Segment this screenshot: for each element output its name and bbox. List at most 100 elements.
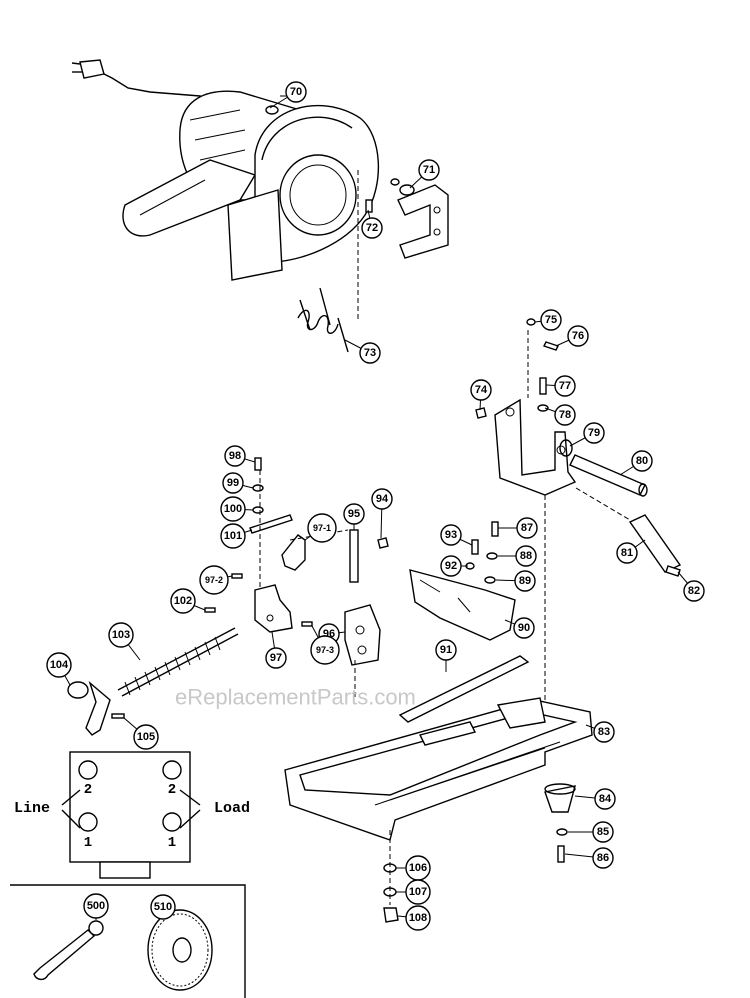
callout-100: 100 [220, 496, 254, 522]
callout-circle [199, 565, 229, 595]
watermark: eReplacementParts.com [175, 685, 416, 710]
callout-circle [683, 580, 705, 602]
callout-circle [567, 325, 589, 347]
callout-circle [285, 81, 307, 103]
callout-label: 83 [598, 726, 610, 738]
callout-label: 76 [572, 330, 584, 342]
callout-83: 83 [585, 721, 615, 743]
callout-93: 93 [440, 524, 473, 546]
callout-97-1: 97-1 [304, 513, 337, 543]
callout-circle [405, 905, 431, 931]
callout-circle [224, 445, 246, 467]
callout-circle [371, 488, 393, 510]
callout-label: 85 [597, 826, 609, 838]
callout-label: 81 [621, 547, 633, 559]
callout-label: 70 [290, 86, 302, 98]
callout-circle [418, 159, 440, 181]
line-label: Line [14, 800, 50, 817]
callout-label: 95 [348, 508, 360, 520]
callout-label: 97 [270, 652, 282, 664]
callout-85: 85 [568, 821, 614, 843]
callout-77: 77 [545, 375, 576, 397]
callout-label: 71 [423, 164, 435, 176]
callout-104: 104 [46, 652, 72, 686]
callout-label: 86 [597, 852, 609, 864]
callout-circle [516, 517, 538, 539]
callout-label: 105 [137, 731, 155, 743]
load-terminal-2: 2 [168, 782, 176, 798]
saw-head-assembly [71, 59, 449, 353]
callout-label: 97-3 [316, 645, 334, 655]
callout-75: 75 [534, 309, 562, 331]
callout-108: 108 [397, 905, 431, 931]
callout-97-3: 97-3 [310, 625, 340, 665]
callout-circle [592, 847, 614, 869]
line-terminal-1: 1 [84, 835, 92, 851]
callout-80: 80 [619, 450, 653, 476]
callout-label: 88 [520, 550, 532, 562]
callout-circle [616, 542, 638, 564]
callout-label: 91 [440, 644, 452, 656]
pivot-bracket-assembly [475, 318, 682, 700]
callout-circle [592, 821, 614, 843]
callout-circle [514, 570, 536, 592]
callout-label: 500 [87, 900, 105, 912]
part-callouts: 70 71 72 73 74 75 76 77 78 79 80 81 82 83 84 85 86 87 88 89… [46, 81, 705, 931]
callout-circle [150, 894, 176, 920]
callout-72: 72 [361, 209, 383, 239]
callout-label: 108 [409, 912, 427, 924]
callout-circle [554, 404, 576, 426]
callout-102: 102 [170, 588, 206, 614]
callout-circle [222, 472, 244, 494]
callout-label: 107 [409, 886, 427, 898]
callout-circle [170, 588, 196, 614]
callout-label: 100 [224, 503, 242, 515]
callout-circle [359, 342, 381, 364]
callout-circle [554, 375, 576, 397]
saw-base [284, 655, 593, 923]
callout-88: 88 [498, 545, 537, 567]
callout-circle [46, 652, 72, 678]
callout-label: 101 [224, 530, 242, 542]
callout-circle [133, 724, 159, 750]
callout-label: 78 [559, 409, 571, 421]
callout-105: 105 [123, 717, 159, 750]
callout-label: 87 [521, 522, 533, 534]
callout-label: 73 [364, 347, 376, 359]
callout-101: 101 [220, 523, 253, 549]
callout-97-2: 97-2 [199, 565, 233, 595]
callout-label: 97-2 [205, 575, 223, 585]
callout-81: 81 [616, 539, 646, 564]
callout-label: 510 [154, 901, 172, 913]
callout-95: 95 [343, 503, 365, 530]
callout-label: 82 [688, 585, 700, 597]
callout-label: 102 [174, 595, 192, 607]
callout-circle [515, 545, 537, 567]
load-terminal-1: 1 [168, 835, 176, 851]
callout-label: 79 [588, 427, 600, 439]
callout-74: 74 [470, 379, 492, 411]
callout-82: 82 [677, 571, 705, 602]
callout-label: 99 [227, 477, 239, 489]
callout-circle [361, 217, 383, 239]
switch-wiring-diagram [61, 751, 201, 879]
callout-87: 87 [498, 517, 538, 539]
callout-circle [220, 496, 246, 522]
callout-circle [440, 524, 462, 546]
callout-91: 91 [435, 639, 457, 672]
callout-label: 80 [636, 455, 648, 467]
accessories-box [10, 884, 246, 998]
callout-94: 94 [371, 488, 393, 539]
callout-84: 84 [574, 788, 616, 810]
callout-78: 78 [544, 404, 576, 426]
callout-76: 76 [555, 325, 589, 347]
callout-circle [594, 788, 616, 810]
callout-label: 75 [545, 314, 557, 326]
callout-label: 104 [50, 659, 69, 671]
callout-70: 70 [269, 81, 307, 109]
callout-103: 103 [108, 622, 141, 661]
callout-label: 89 [519, 575, 531, 587]
callout-circle [513, 617, 535, 639]
callout-label: 84 [599, 793, 612, 805]
